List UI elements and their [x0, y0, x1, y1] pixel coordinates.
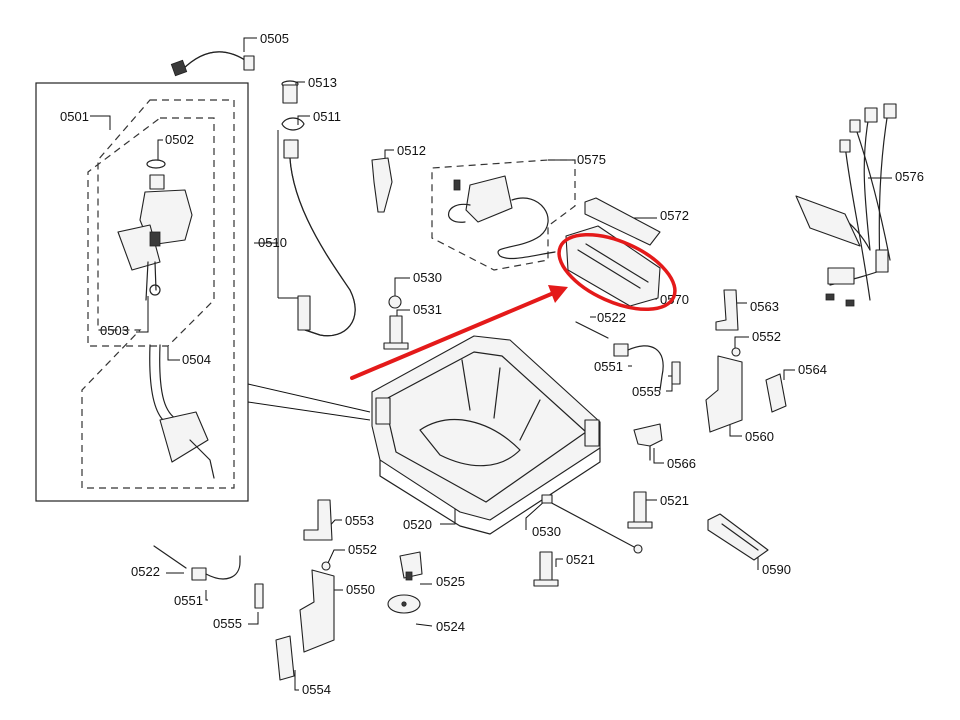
- part-label-0502: 0502: [165, 132, 194, 147]
- part-label-0554: 0554: [302, 682, 331, 697]
- part-label-0572: 0572: [660, 208, 689, 223]
- part-label-0576: 0576: [895, 169, 924, 184]
- part-label-0555-bottom: 0555: [213, 616, 242, 631]
- part-label-0550: 0550: [346, 582, 375, 597]
- part-label-0525: 0525: [436, 574, 465, 589]
- part-label-0505: 0505: [260, 31, 289, 46]
- part-label-0511: 0511: [313, 109, 341, 124]
- part-label-0551-top: 0551: [594, 359, 623, 374]
- control-module-group: [350, 197, 677, 380]
- part-label-0521-right: 0521: [660, 493, 689, 508]
- part-label-0566: 0566: [667, 456, 696, 471]
- part-label-0522-bottom: 0522: [131, 564, 160, 579]
- base-tub: [371, 335, 601, 535]
- wiring-harness: [795, 103, 897, 307]
- part-0572: [584, 197, 661, 246]
- pump-assembly: [431, 159, 576, 271]
- water-inlet-assembly: [35, 82, 371, 502]
- part-label-0530-top: 0530: [413, 270, 442, 285]
- part-label-0513: 0513: [308, 75, 337, 90]
- right-hardware: [575, 289, 787, 561]
- part-0530-rod: [541, 494, 643, 554]
- assembly-outline-box: [35, 82, 249, 502]
- part-label-0555-top: 0555: [632, 384, 661, 399]
- part-label-0552-bottom: 0552: [348, 542, 377, 557]
- part-label-0522-top: 0522: [597, 310, 626, 325]
- part-label-0531: 0531: [413, 302, 442, 317]
- part-label-0524: 0524: [436, 619, 465, 634]
- part-label-0521-bottom: 0521: [566, 552, 595, 567]
- top-hoses-and-parts: [170, 51, 409, 350]
- part-label-0530-bottom: 0530: [532, 524, 561, 539]
- part-label-0520: 0520: [403, 517, 432, 532]
- part-label-0564: 0564: [798, 362, 827, 377]
- part-label-0504: 0504: [182, 352, 211, 367]
- part-label-0501: 0501: [60, 109, 89, 124]
- part-label-0553: 0553: [345, 513, 374, 528]
- part-label-0563: 0563: [750, 299, 779, 314]
- highlight-circle: [557, 233, 677, 311]
- part-label-0551-bottom: 0551: [174, 593, 203, 608]
- part-label-0560: 0560: [745, 429, 774, 444]
- highlight-arrow: [350, 285, 568, 380]
- bottom-hardware: [153, 499, 559, 681]
- part-label-0552-top: 0552: [752, 329, 781, 344]
- part-labels: 0505 0513 0511 0501 0502 0512 0575 0576 …: [60, 31, 924, 697]
- part-label-0590: 0590: [762, 562, 791, 577]
- part-label-0575: 0575: [577, 152, 606, 167]
- part-label-0512: 0512: [397, 143, 426, 158]
